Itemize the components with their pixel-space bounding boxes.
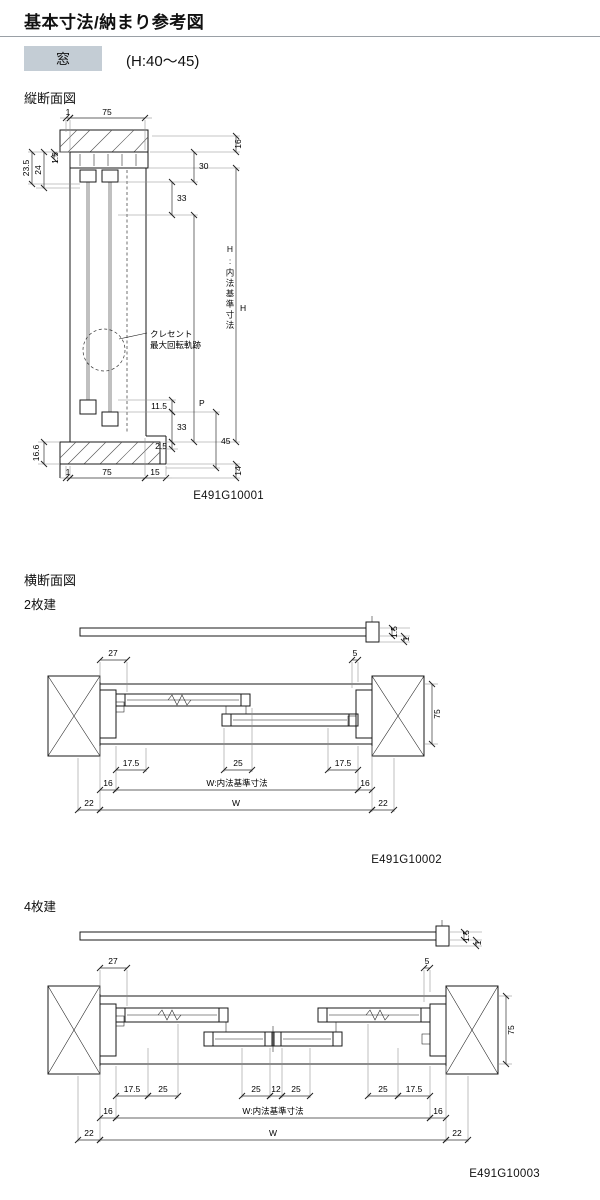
dim-label: 22 bbox=[84, 1128, 94, 1138]
dimension-lines bbox=[74, 928, 510, 1144]
dimension-labels: 27 5 1.5 1 75 17.5 25 17.5 16 W:内法基準寸法 1… bbox=[84, 626, 442, 808]
height-range-label: (H:40〜45) bbox=[126, 53, 200, 70]
dim-label: 22 bbox=[452, 1128, 462, 1138]
dim-label: 1 bbox=[473, 940, 483, 945]
vertical-section-drawing: 1 75 1.5 23.5 24 16.6 16 30 33 11.5 P 33… bbox=[21, 107, 246, 482]
dim-label: 16 bbox=[233, 139, 243, 149]
glass-break-line bbox=[167, 694, 192, 706]
dim-label: 12 bbox=[271, 1084, 281, 1094]
dim-label: 14 bbox=[233, 466, 243, 476]
dim-label: 23.5 bbox=[21, 159, 31, 176]
extension-lines bbox=[28, 117, 240, 479]
dim-label: 1 bbox=[401, 636, 411, 641]
wall-hatch bbox=[59, 129, 161, 465]
dim-label: 17.5 bbox=[123, 758, 140, 768]
dim-label: W:内法基準寸法 bbox=[206, 778, 267, 788]
dim-label: 30 bbox=[199, 161, 209, 171]
horizontal-section-heading: 横断面図 bbox=[24, 573, 77, 588]
dim-label: 15 bbox=[150, 467, 160, 477]
four-panel-drawing: 27 5 1.5 1 75 17.5 25 25 12 25 25 17.5 1… bbox=[47, 920, 516, 1144]
dim-label: 11.5 bbox=[151, 401, 167, 411]
dim-label: W bbox=[269, 1128, 277, 1138]
dim-label: 1.5 bbox=[461, 930, 471, 942]
frame-structure bbox=[47, 920, 499, 1075]
drawing-code-vertical: E491G10001 bbox=[193, 490, 264, 502]
dim-label: 5 bbox=[353, 648, 358, 658]
two-panel-drawing: 27 5 1.5 1 75 17.5 25 17.5 16 W:内法基準寸法 1… bbox=[47, 616, 442, 814]
dim-label: 45 bbox=[221, 436, 231, 446]
frame-structure bbox=[47, 616, 425, 757]
dim-label: 25 bbox=[251, 1084, 261, 1094]
glass-break-line bbox=[157, 1009, 182, 1021]
title-divider bbox=[0, 36, 600, 37]
dim-label: 25 bbox=[378, 1084, 388, 1094]
dim-label: 16 bbox=[360, 778, 370, 788]
dimension-labels: 1 75 1.5 23.5 24 16.6 16 30 33 11.5 P 33… bbox=[21, 107, 246, 477]
dim-label: 75 bbox=[432, 709, 442, 719]
page-title: 基本寸法/納まり参考図 bbox=[24, 13, 205, 32]
dim-label: H bbox=[240, 303, 246, 313]
dim-label: 2.5 bbox=[155, 441, 167, 451]
dim-label: 24 bbox=[33, 165, 43, 175]
dim-label: 33 bbox=[177, 422, 187, 432]
dim-label: P bbox=[199, 398, 205, 408]
dim-label: 22 bbox=[84, 798, 94, 808]
dim-label: 16.6 bbox=[31, 444, 41, 461]
dim-label: 75 bbox=[102, 467, 112, 477]
dim-label: 1 bbox=[66, 467, 71, 477]
dim-label: 1.5 bbox=[389, 626, 399, 638]
dim-label: 33 bbox=[177, 193, 187, 203]
dim-label: 25 bbox=[233, 758, 243, 768]
drawing-code-two-panel: E491G10002 bbox=[371, 854, 442, 866]
dim-label: 1 bbox=[66, 107, 71, 117]
dim-label: 16 bbox=[433, 1106, 443, 1116]
h-inner-dimension-label: H:内法基準寸法 bbox=[225, 244, 235, 331]
dim-label: 17.5 bbox=[406, 1084, 423, 1094]
four-panel-heading: 4枚建 bbox=[24, 900, 56, 914]
dimension-lines bbox=[74, 624, 436, 814]
dim-label: 16 bbox=[103, 778, 113, 788]
dim-label: 27 bbox=[108, 648, 118, 658]
crescent-note-line1: クレセント bbox=[150, 329, 193, 339]
dim-label: 75 bbox=[506, 1025, 516, 1035]
dim-label: 17.5 bbox=[124, 1084, 141, 1094]
dim-label: 22 bbox=[378, 798, 388, 808]
extension-lines bbox=[77, 627, 438, 812]
dim-label: 27 bbox=[108, 956, 118, 966]
glass-break-line bbox=[365, 1009, 390, 1021]
crescent-rotation-circle bbox=[82, 328, 126, 372]
note-leader-line bbox=[118, 332, 148, 340]
dim-label: 1.5 bbox=[50, 152, 60, 164]
drawing-code-four-panel: E491G10003 bbox=[469, 1168, 540, 1180]
dim-label: 16 bbox=[103, 1106, 113, 1116]
crescent-note-line2: 最大回転軌跡 bbox=[150, 340, 202, 350]
dim-label: 5 bbox=[425, 956, 430, 966]
dim-label: 25 bbox=[158, 1084, 168, 1094]
frame-structure bbox=[59, 151, 167, 478]
dim-label: W bbox=[232, 798, 240, 808]
dim-label: W:内法基準寸法 bbox=[242, 1106, 303, 1116]
dimension-lines bbox=[28, 114, 240, 482]
dim-label: 25 bbox=[291, 1084, 301, 1094]
vertical-section-heading: 縦断面図 bbox=[24, 91, 77, 106]
dim-label: 75 bbox=[102, 107, 112, 117]
dim-label: 17.5 bbox=[335, 758, 352, 768]
window-type-badge: 窓 bbox=[24, 46, 102, 71]
two-panel-heading: 2枚建 bbox=[24, 598, 56, 612]
dimension-labels: 27 5 1.5 1 75 17.5 25 25 12 25 25 17.5 1… bbox=[84, 930, 516, 1138]
